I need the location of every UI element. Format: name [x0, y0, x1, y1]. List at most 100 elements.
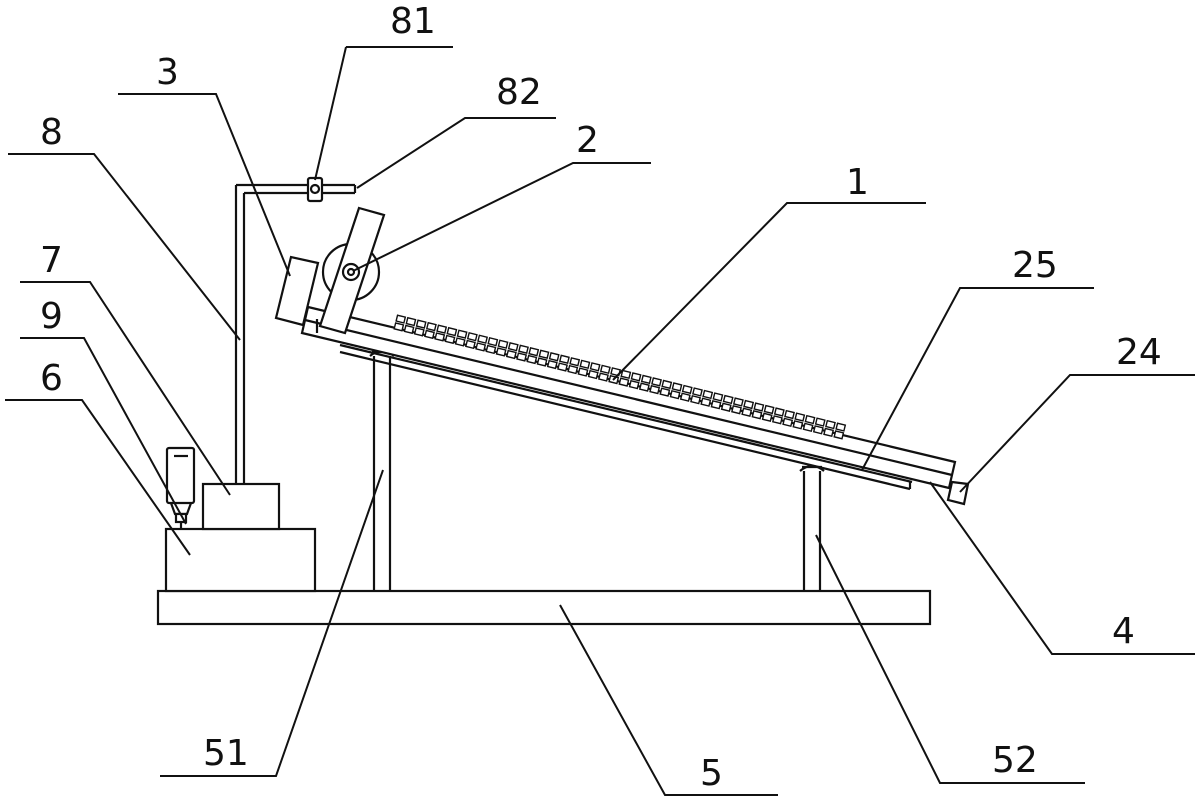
slot-cell [833, 430, 845, 440]
label-24: 24 [1116, 332, 1162, 373]
slot-cell [814, 417, 826, 427]
slot-cell [712, 392, 724, 402]
label-5: 5 [700, 753, 723, 794]
label-81: 81 [390, 1, 436, 42]
slot-cell [518, 344, 529, 354]
slot-cell [804, 414, 816, 425]
slot-cell [700, 397, 712, 407]
slot-cell [434, 332, 446, 342]
slot-cell [763, 404, 775, 415]
label-1: 1 [846, 162, 869, 203]
slot-cell [475, 342, 487, 352]
slot-cell [710, 400, 722, 410]
slot-cell [424, 329, 435, 340]
slot-cell [649, 384, 661, 395]
slot-cell [661, 379, 673, 390]
slot-cell [732, 397, 744, 407]
slot-cell [812, 425, 824, 435]
label-52: 52 [992, 740, 1038, 781]
slot-cell [589, 362, 601, 372]
slot-cell [731, 405, 742, 415]
slot-cell [702, 389, 714, 400]
slot-cell [505, 349, 517, 360]
label-4: 4 [1112, 611, 1135, 652]
slot-cell [526, 354, 538, 365]
support-leg-52 [799, 464, 825, 591]
slot-cell [536, 357, 548, 367]
slot-cell [538, 349, 550, 359]
slot-cell [393, 322, 405, 332]
slot-cell [446, 326, 458, 337]
slot-cell [784, 409, 795, 420]
slot-cell [638, 382, 650, 392]
slot-cell [548, 352, 560, 362]
slot-cell [599, 364, 611, 375]
slot-cell [692, 387, 703, 397]
slot-cell [722, 394, 734, 405]
label-8: 8 [40, 112, 63, 153]
slot-cell [454, 337, 466, 347]
slot-cell [507, 342, 519, 352]
inclined-frame-1 [300, 305, 957, 491]
slot-cell [651, 377, 662, 387]
label-51: 51 [203, 733, 249, 774]
slot-cell [753, 402, 765, 412]
label-82: 82 [496, 72, 542, 113]
slot-cell [802, 422, 814, 433]
slot-cell [720, 402, 732, 412]
slot-cell [577, 367, 589, 377]
slot-cell [679, 392, 691, 402]
slot-cell [464, 339, 476, 350]
slot-cell [579, 359, 591, 370]
slot-cell [659, 387, 671, 397]
slot-cell [669, 389, 681, 400]
slot-cell [628, 379, 640, 390]
slot-cell [497, 339, 509, 349]
slot-cell [825, 419, 836, 430]
slot-cell [567, 364, 579, 375]
slot-cell [681, 384, 693, 395]
slot-cell [466, 331, 478, 342]
slot-cell [640, 374, 652, 385]
slot-cell [436, 324, 448, 334]
label-6: 6 [40, 358, 63, 399]
slot-cell [405, 316, 417, 327]
slot-cell [630, 372, 642, 382]
slot-row-25 [393, 314, 847, 440]
slot-cell [771, 415, 783, 425]
slot-cell [528, 347, 540, 357]
slot-cell [741, 407, 753, 417]
clamp-81 [306, 176, 324, 203]
slot-cell [403, 324, 415, 335]
slot-cell [835, 422, 847, 432]
slot-cell [415, 319, 427, 329]
wheel-2 [318, 206, 386, 335]
slot-cell [773, 407, 785, 417]
slot-cell [690, 394, 701, 405]
slot-cell [485, 344, 497, 355]
slot-cell [743, 399, 755, 410]
slot-cell [792, 420, 804, 430]
slot-cell [516, 352, 528, 362]
slot-cell [546, 359, 558, 370]
slot-cell [620, 369, 632, 380]
slot-cell [477, 334, 489, 344]
slot-cell [794, 412, 806, 422]
label-25: 25 [1012, 245, 1058, 286]
slot-cell [425, 321, 437, 332]
slot-cell [751, 410, 763, 420]
slot-cell [413, 327, 425, 337]
slot-cell [395, 314, 407, 324]
label-9: 9 [40, 296, 63, 337]
hopper-3 [274, 255, 320, 327]
bottle-9 [165, 446, 196, 530]
slot-cell [618, 377, 630, 387]
slot-cell [782, 417, 794, 428]
label-2: 2 [576, 120, 599, 161]
slot-cell [558, 354, 570, 364]
slot-cell [587, 369, 599, 380]
label-3: 3 [156, 52, 179, 93]
box-6 [164, 527, 317, 593]
